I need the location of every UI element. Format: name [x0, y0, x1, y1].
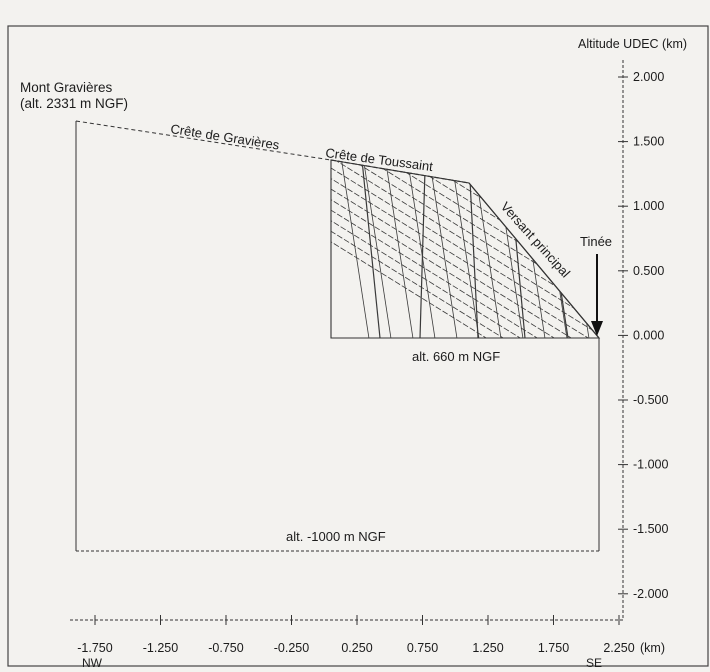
- joint-set-1-line: [331, 160, 599, 338]
- label-tinee: Tinée: [580, 234, 612, 249]
- major-fracture-line: [559, 284, 569, 338]
- bottom-axis-tick-label: 0.750: [407, 641, 438, 655]
- major-fracture-line: [469, 179, 479, 338]
- direction-se: SE: [586, 656, 602, 670]
- axis-title: Altitude UDEC (km): [578, 37, 687, 51]
- label-mont-gravieres: Mont Gravières: [20, 80, 113, 95]
- bottom-axis: -1.750 -1.250 -0.750 -0.250 0.250 0.750 1.250 1…: [70, 615, 665, 670]
- right-axis-tick-label: 1.500: [633, 135, 664, 149]
- joint-set-1-line: [331, 160, 599, 338]
- joint-set-2-line: [405, 160, 437, 338]
- right-axis-tick-label: -2.000: [633, 587, 668, 601]
- major-fracture-line: [514, 229, 526, 338]
- label-versant-principal: Versant principal: [498, 199, 574, 281]
- joint-set-2-line: [383, 160, 415, 338]
- joint-set-2-line: [361, 160, 393, 338]
- major-fracture-line: [419, 169, 426, 338]
- joint-set-2-line: [427, 160, 459, 338]
- bottom-axis-tick-label: 1.750: [538, 641, 569, 655]
- label-alt-660: alt. 660 m NGF: [412, 349, 500, 364]
- joint-set-1-line: [343, 160, 599, 338]
- label-alt-minus-1000: alt. -1000 m NGF: [286, 529, 386, 544]
- bottom-axis-tick-label: -1.250: [143, 641, 178, 655]
- joint-set-2-line: [339, 160, 371, 338]
- joint-set-2-line: [449, 160, 481, 338]
- joint-set-1-line: [445, 160, 599, 338]
- bottom-axis-tick-label: -0.750: [208, 641, 243, 655]
- label-crete-toussaint: Crête de Toussaint: [325, 145, 435, 174]
- joint-set-1-line: [331, 160, 590, 338]
- bottom-axis-tick-label: 1.250: [472, 641, 503, 655]
- joint-set-1-line: [331, 160, 599, 338]
- direction-nw: NW: [82, 656, 103, 670]
- major-fracture-line: [361, 160, 381, 338]
- bottom-axis-tick-label: -0.250: [274, 641, 309, 655]
- right-axis-tick-label: -1.500: [633, 522, 668, 536]
- annotations: Mont Gravières (alt. 2331 m NGF) Crête d…: [20, 80, 612, 544]
- joint-set-1-line: [331, 160, 522, 338]
- joint-set-1-line: [547, 160, 599, 338]
- joint-set-1-line: [331, 160, 573, 338]
- bottom-axis-tick-label: 0.250: [341, 641, 372, 655]
- right-axis-tick-label: -0.500: [633, 393, 668, 407]
- label-mont-altitude: (alt. 2331 m NGF): [20, 96, 128, 111]
- right-axis-tick-label: 0.000: [633, 328, 664, 342]
- model-domain: [75, 120, 600, 552]
- joint-set-1-line: [496, 160, 599, 338]
- joint-set-1-line: [331, 160, 539, 338]
- right-axis-tick-label: 0.500: [633, 264, 664, 278]
- bottom-axis-tick-label: 2.250: [603, 641, 634, 655]
- bottom-axis-tick-label: -1.750: [77, 641, 112, 655]
- joint-set-1-line: [360, 160, 599, 338]
- right-axis-tick-label: 2.000: [633, 70, 664, 84]
- right-axis: Altitude UDEC (km) 2.000 1.500 1.000 0.500 0…: [578, 37, 687, 620]
- joint-set-1-line: [462, 160, 599, 338]
- tinee-arrow: [591, 254, 603, 336]
- joint-set-1-line: [331, 160, 556, 338]
- right-axis-tick-label: -1.000: [633, 458, 668, 472]
- figure-frame: [7, 25, 709, 667]
- joint-set-2-line: [493, 160, 525, 338]
- topography-crete-gravieres: [75, 120, 332, 161]
- label-crete-gravieres: Crête de Gravières: [170, 121, 281, 153]
- bottom-axis-unit: (km): [640, 641, 665, 655]
- right-axis-tick-label: 1.000: [633, 199, 664, 213]
- joint-set-1-line: [331, 160, 599, 338]
